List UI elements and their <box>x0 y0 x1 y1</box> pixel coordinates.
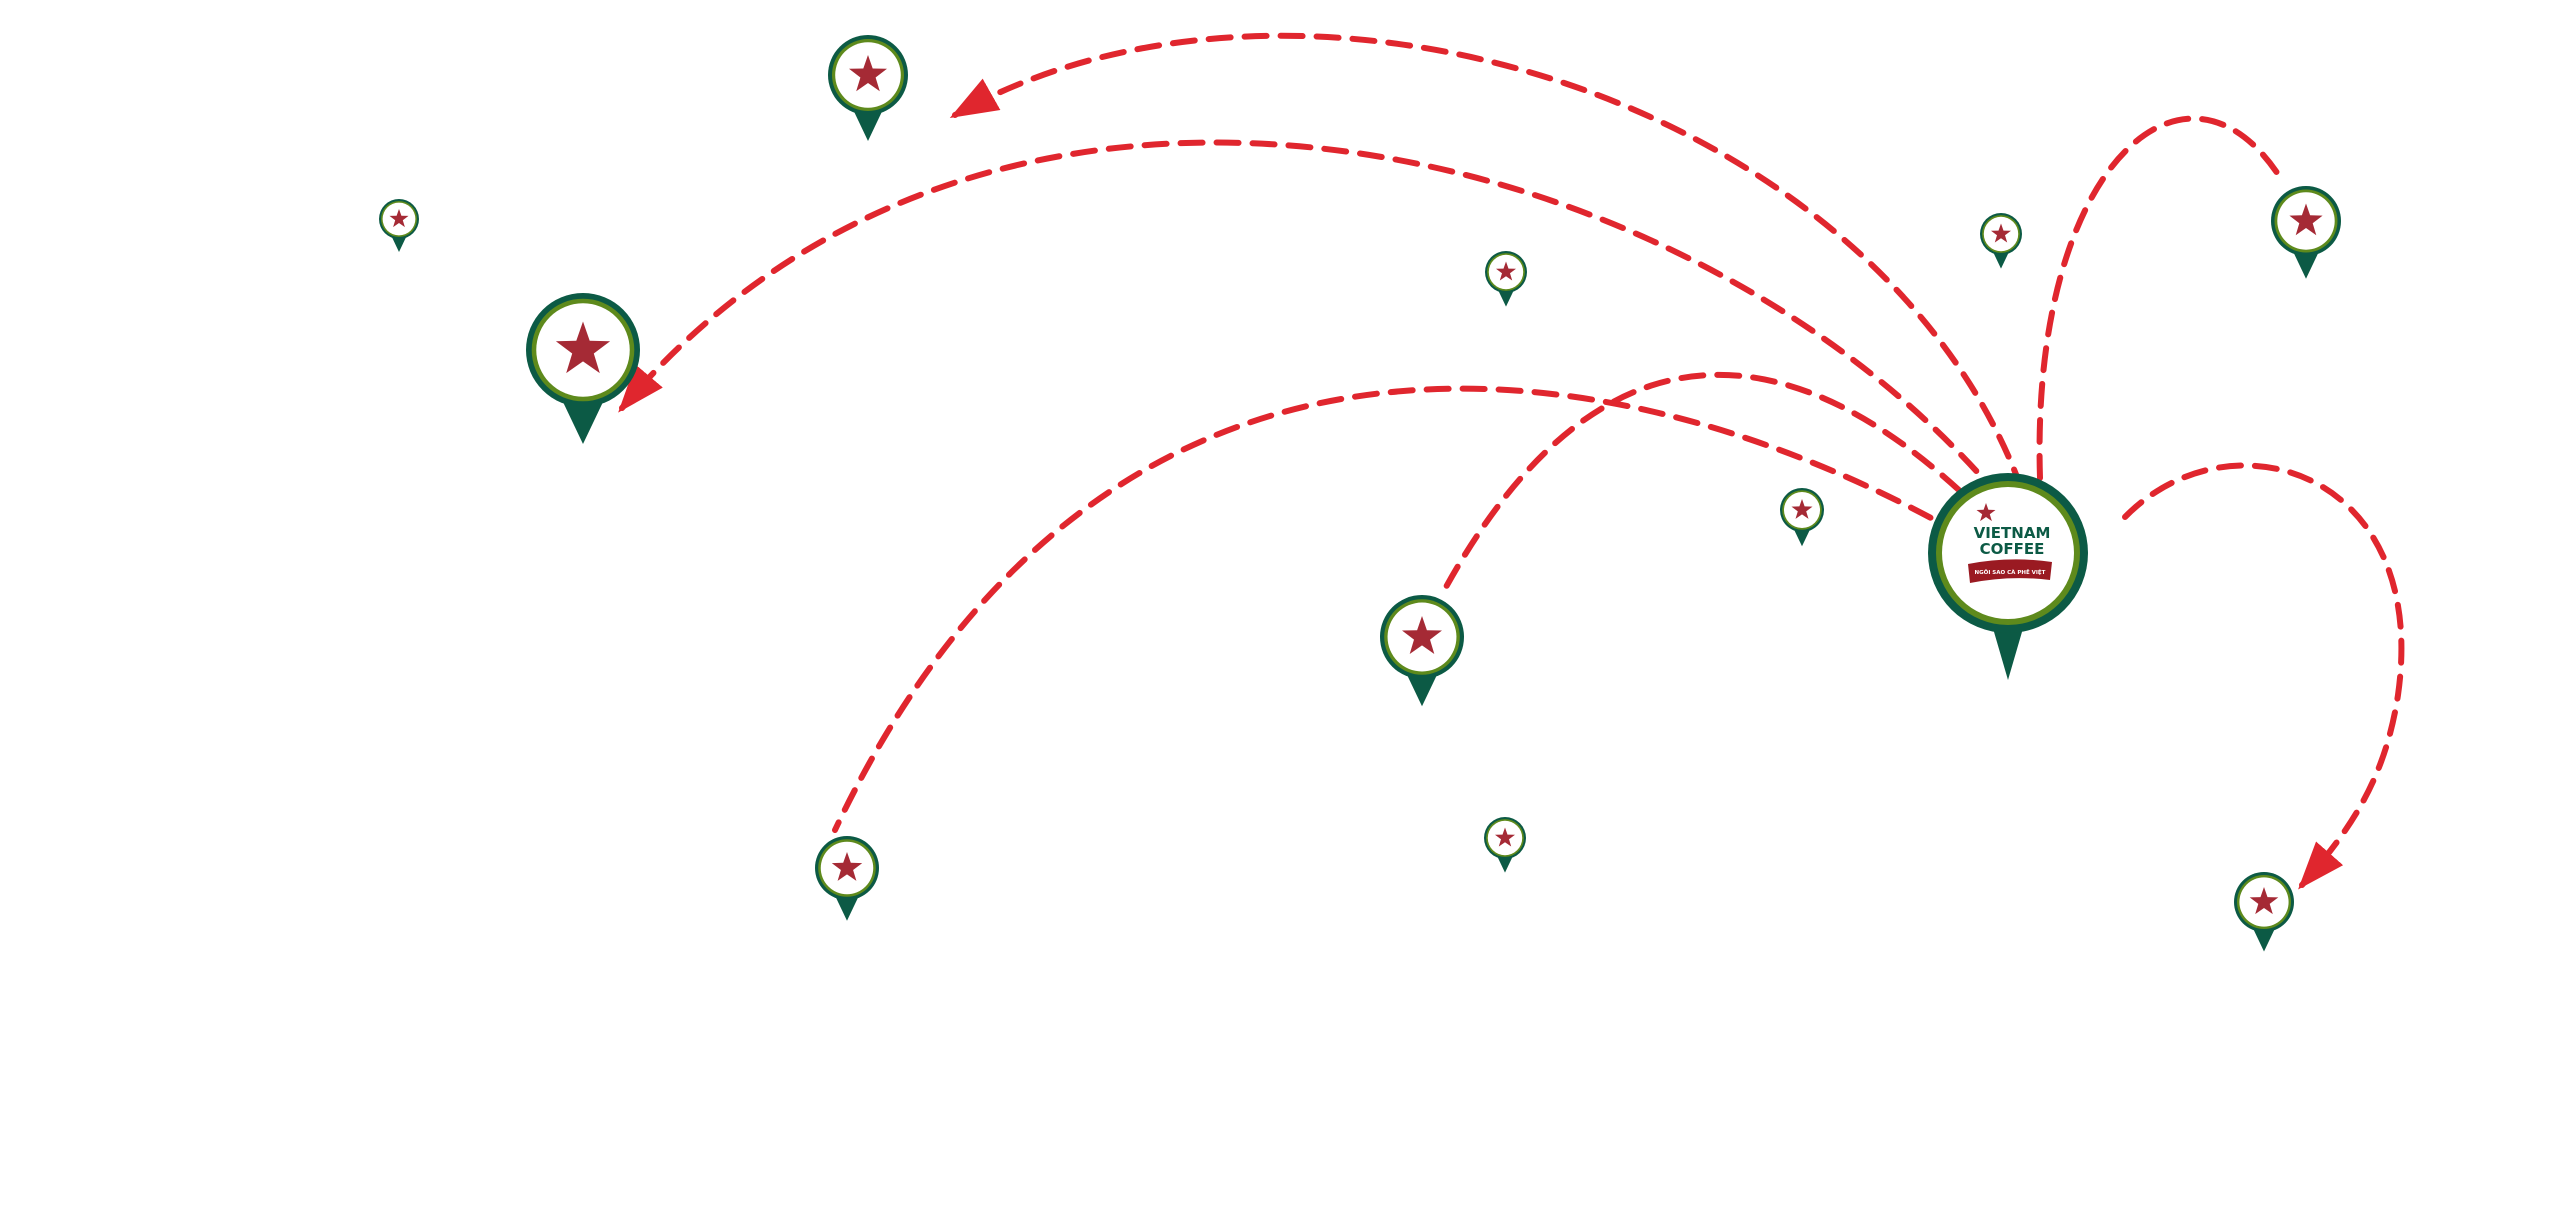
route-hub-to-west-large <box>618 139 2003 501</box>
star-icon <box>389 209 409 228</box>
location-pin-south-west[interactable] <box>815 836 879 921</box>
star-icon <box>831 852 863 881</box>
star-icon <box>1791 499 1813 519</box>
location-pin-south-east[interactable] <box>2234 872 2294 952</box>
route-hub-to-center <box>1437 371 1988 601</box>
star-icon <box>849 55 887 92</box>
route-hub-to-south-east <box>2122 462 2405 890</box>
route-layer <box>618 32 2405 890</box>
location-pin-near-hub-north[interactable] <box>1980 213 2022 269</box>
pin-tail <box>1793 528 1811 547</box>
hub-pin[interactable]: VIETNAM COFFEE NGÔI SAO CÀ PHÊ VIỆT <box>1928 473 2088 680</box>
route-hub-to-north-top <box>949 32 2025 493</box>
location-pin-south-center[interactable] <box>1484 817 1526 873</box>
location-pin-north-east[interactable] <box>2271 186 2341 279</box>
star-icon <box>1402 616 1442 654</box>
location-pin-central-north[interactable] <box>1485 251 1527 307</box>
hub-pin-tail <box>1992 625 2024 680</box>
route-hub-to-north-east <box>2036 115 2286 481</box>
location-pin-far-west[interactable] <box>379 199 419 252</box>
star-icon <box>1495 827 1515 847</box>
location-pin-near-hub-west[interactable] <box>1780 488 1824 547</box>
hub-logo-line1: VIETNAM <box>1974 524 2051 542</box>
pin-layer <box>379 35 2341 952</box>
pin-tail <box>561 398 605 445</box>
pin-tail <box>1406 672 1438 707</box>
route-hub-to-south-west <box>832 385 1965 833</box>
pin-tail <box>2252 927 2276 952</box>
pin-tail <box>2292 250 2320 279</box>
hub-logo-ribbon <box>1968 559 2052 583</box>
pin-tail <box>391 236 407 252</box>
pin-tail <box>1993 251 2009 269</box>
pin-tail <box>834 895 860 921</box>
pin-tail <box>1497 855 1513 873</box>
pin-tail <box>1498 289 1514 307</box>
pin-tail <box>852 109 884 141</box>
location-pin-center[interactable] <box>1380 595 1464 707</box>
location-pin-north-top[interactable] <box>828 35 908 141</box>
hub-logo-tagline: NGÔI SAO CÀ PHÊ VIỆT <box>1975 568 2046 576</box>
hub-logo-star-icon <box>1976 503 1996 522</box>
star-icon <box>2249 887 2279 915</box>
hub-logo-line2: COFFEE <box>1980 540 2045 558</box>
location-pin-west-large[interactable] <box>526 293 640 445</box>
star-icon <box>1496 261 1516 281</box>
star-icon <box>555 321 611 374</box>
hub-pin-face <box>1942 487 2074 619</box>
star-icon <box>1991 223 2011 243</box>
star-icon <box>2289 203 2323 236</box>
